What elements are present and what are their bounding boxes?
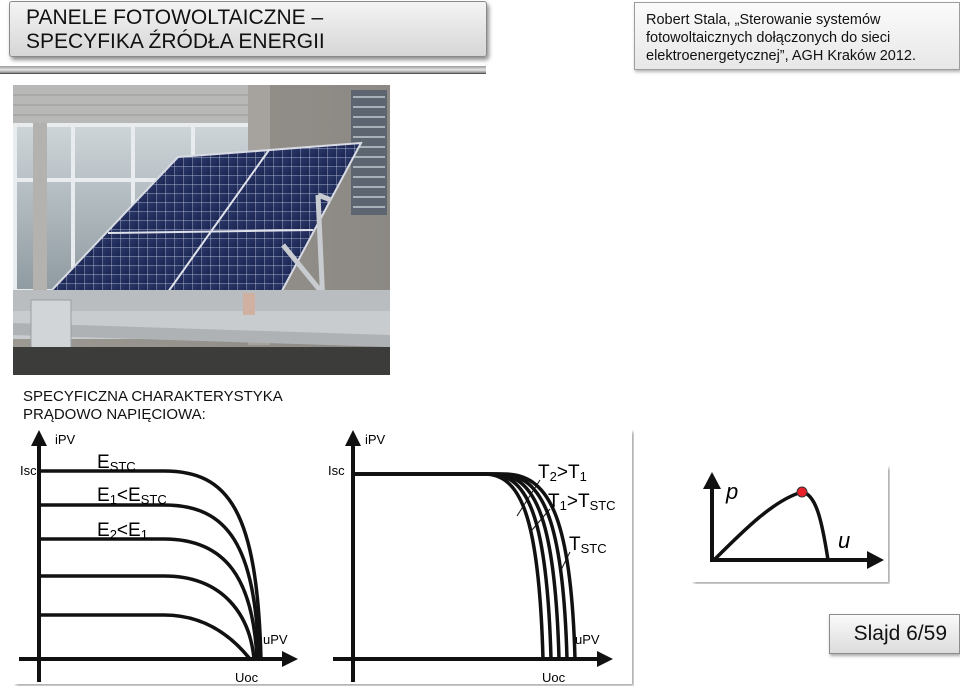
chart1-annotation-estc: ESTC (97, 452, 136, 474)
characteristic-heading: SPECYFICZNA CHARAKTERYSTYKA PRĄDOWO NAPI… (23, 388, 283, 424)
slide-counter-label: Slajd 6/59 (853, 622, 947, 645)
chart1-y-label: iPV (55, 432, 76, 447)
chart2-y-label: iPV (365, 432, 386, 447)
chart2-annotation-t1: T1>TSTC (548, 491, 616, 513)
chart1-uoc-label: Uoc (235, 670, 259, 685)
pv-y-arrow (703, 472, 721, 489)
irradiance-curve-1 (39, 469, 263, 660)
irradiance-curve-5 (39, 613, 252, 661)
slide-title-line-1: PANELE FOTOWOLTAICZNE – (26, 6, 324, 29)
irradiance-curve-3 (39, 537, 259, 660)
chart1-x-label: uPV (263, 632, 288, 647)
citation-line-1: Robert Stala, „Sterowanie systemów (646, 12, 881, 28)
chart1-x-arrow (282, 651, 298, 667)
chart2-uoc-label: Uoc (542, 670, 566, 685)
chart2-annotation-t2: T2>T1 (538, 462, 587, 484)
chart1-y-arrow (31, 430, 47, 446)
pv-x-arrow (867, 551, 884, 569)
chart1-annotation-e1: E1<ESTC (97, 485, 167, 507)
mpp-marker (796, 486, 808, 498)
chart-irradiance-iv: iPV Isc uPV Uoc ESTC E1<ESTC E2<E1 (19, 430, 298, 685)
pv-y-label: p (725, 479, 738, 504)
chart2-isc-label: Isc (328, 463, 345, 478)
chart1-annotation-e2: E2<E1 (97, 520, 148, 542)
temperature-curve-5 (353, 472, 577, 660)
citation-box: Robert Stala, „Sterowanie systemów fotow… (634, 2, 960, 70)
slide-counter: Slajd 6/59 (829, 614, 960, 654)
iv-characteristics-figure: iPV Isc uPV Uoc ESTC E1<ESTC E2<E1 iPV I… (14, 430, 632, 685)
slide-title-line-2: SPECYFIKA ŹRÓDŁA ENERGII (26, 30, 325, 53)
chart2-y-arrow (345, 430, 361, 446)
title-divider (0, 66, 486, 74)
characteristic-heading-line-1: SPECYFICZNA CHARAKTERYSTYKA (23, 388, 283, 405)
chart2-leader-t2 (516, 479, 541, 517)
chart1-isc-label: Isc (20, 463, 37, 478)
chart2-leader-tstc (559, 551, 571, 573)
irradiance-curve-4 (39, 574, 256, 660)
chart-temperature-iv: iPV Isc uPV Uoc T2>T1 T1>TSTC TSTC (328, 430, 616, 685)
citation-line-2: fotowoltaicznych dołączonych do sieci (646, 30, 891, 46)
power-voltage-plot: p u (692, 466, 888, 582)
chart2-annotation-tstc: TSTC (569, 534, 607, 556)
chart2-x-arrow (597, 651, 613, 667)
solar-panels-photo (13, 85, 390, 375)
irradiance-curve-2 (39, 503, 261, 660)
citation-line-3: elektroenergetycznej”, AGH Kraków 2012. (646, 48, 916, 64)
chart2-x-label: uPV (575, 632, 600, 647)
slide-title-box: PANELE FOTOWOLTAICZNE – SPECYFIKA ŹRÓDŁA… (9, 1, 487, 57)
pv-x-label: u (838, 528, 850, 553)
characteristic-heading-line-2: PRĄDOWO NAPIĘCIOWA: (23, 406, 206, 423)
chart2-leader-t1 (531, 508, 551, 531)
